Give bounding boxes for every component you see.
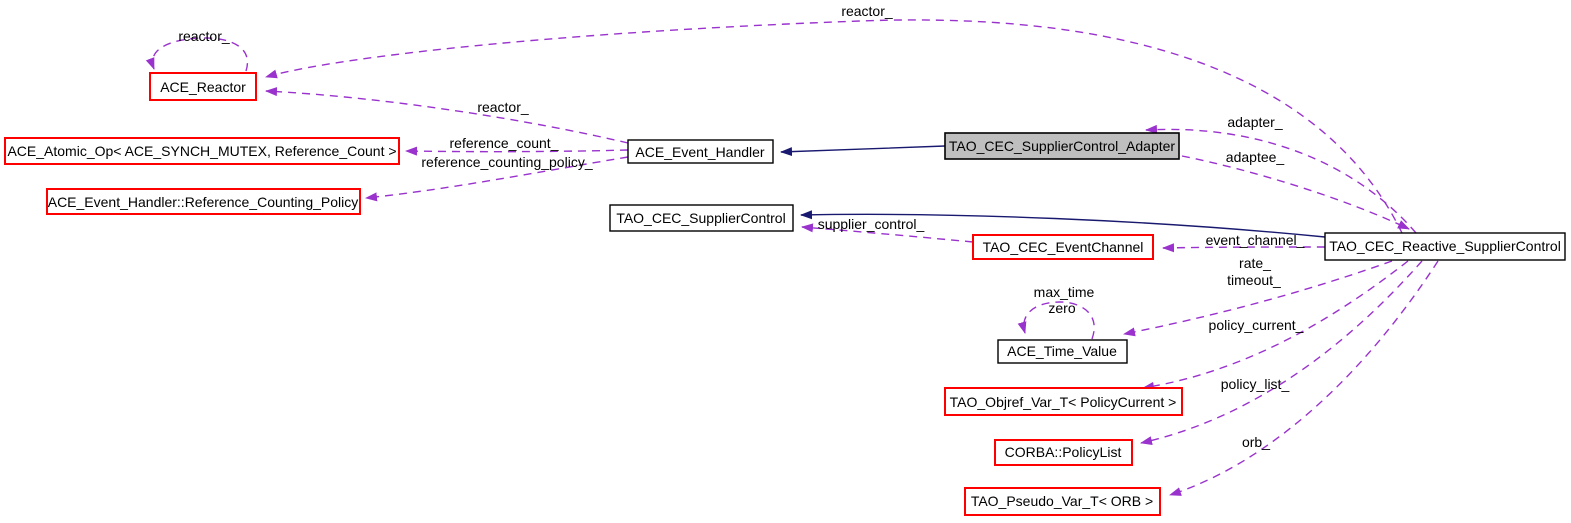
node-event-channel[interactable]: TAO_CEC_EventChannel xyxy=(972,234,1154,260)
node-label-event-channel: TAO_CEC_EventChannel xyxy=(983,239,1144,255)
edge-label-supplier-control: supplier_control_ xyxy=(818,216,925,232)
edge-reactive-to-eventchannel xyxy=(1162,243,1326,253)
node-supplier-control-adapter: TAO_CEC_SupplierControl_Adapter xyxy=(944,132,1180,160)
node-reactive-supplier-control[interactable]: TAO_CEC_Reactive_SupplierControl xyxy=(1324,232,1566,261)
member-edges xyxy=(145,19,1439,496)
edge-label-zero: zero xyxy=(1048,300,1075,316)
node-label-ace-event-handler: ACE_Event_Handler xyxy=(635,144,765,160)
node-supplier-control[interactable]: TAO_CEC_SupplierControl xyxy=(609,204,794,232)
edge-label-rate: rate_ xyxy=(1239,255,1271,271)
node-label-ace-reactor: ACE_Reactor xyxy=(160,79,246,95)
node-label-supplier-control-adapter: TAO_CEC_SupplierControl_Adapter xyxy=(949,138,1176,154)
edge-reactive-to-orb xyxy=(1169,260,1439,496)
edge-reactive-inherits-suppliercontrol xyxy=(800,210,1326,238)
node-label-ace-time-value: ACE_Time_Value xyxy=(1007,343,1117,359)
edge-eventchannel-to-suppliercontrol xyxy=(801,223,974,243)
node-label-reactive-supplier-control: TAO_CEC_Reactive_SupplierControl xyxy=(1329,238,1561,254)
edge-reactive-to-adapter xyxy=(1145,124,1417,234)
edge-reactive-to-policycurrent xyxy=(1142,260,1409,391)
edge-adapter-to-reactive xyxy=(1181,155,1410,230)
edge-handler-to-atomic-op xyxy=(405,146,629,156)
node-label-reference-counting-policy: ACE_Event_Handler::Reference_Counting_Po… xyxy=(48,194,359,210)
edge-label-reactor-loop: reactor_ xyxy=(178,28,230,44)
edge-label-orb: orb_ xyxy=(1242,434,1270,450)
edge-label-reference-counting-policy: reference_counting_policy_ xyxy=(421,154,592,170)
edge-timevalue-self-loop xyxy=(1017,301,1095,340)
edge-label-adaptee: adaptee_ xyxy=(1226,149,1285,165)
edge-label-policy-list: policy_list_ xyxy=(1221,376,1290,392)
edge-label-timeout: timeout_ xyxy=(1227,272,1281,288)
edge-reactive-to-timevalue xyxy=(1123,260,1393,337)
edge-label-max-time: max_time xyxy=(1034,284,1095,300)
edge-handler-to-counting-policy xyxy=(365,156,629,202)
node-ace-time-value[interactable]: ACE_Time_Value xyxy=(997,339,1128,364)
edge-handler-to-reactor xyxy=(265,87,629,144)
edge-reactor-self-loop xyxy=(145,37,249,72)
node-label-supplier-control: TAO_CEC_SupplierControl xyxy=(616,210,785,226)
edge-label-reactor-top: reactor_ xyxy=(841,3,893,19)
edge-label-reference-count: reference_count_ xyxy=(450,135,559,151)
edge-label-adapter: adapter_ xyxy=(1227,114,1282,130)
node-label-pseudo-var: TAO_Pseudo_Var_T< ORB > xyxy=(971,493,1153,509)
node-objref-var[interactable]: TAO_Objref_Var_T< PolicyCurrent > xyxy=(944,387,1183,416)
node-policy-list[interactable]: CORBA::PolicyList xyxy=(994,439,1133,466)
edge-label-event-channel: event_channel_ xyxy=(1206,232,1305,248)
edge-reactive-to-reactor xyxy=(265,19,1403,234)
node-label-ace-atomic-op: ACE_Atomic_Op< ACE_SYNCH_MUTEX, Referenc… xyxy=(7,143,396,159)
node-ace-atomic-op[interactable]: ACE_Atomic_Op< ACE_SYNCH_MUTEX, Referenc… xyxy=(4,137,400,165)
edge-reactive-to-policylist xyxy=(1140,260,1423,445)
edge-label-reactor-handler: reactor_ xyxy=(477,99,529,115)
edge-label-policy-current: policy_current_ xyxy=(1209,317,1304,333)
edge-labels: reactor_ reactor_ reactor_ reference_cou… xyxy=(178,3,1304,450)
node-reference-counting-policy[interactable]: ACE_Event_Handler::Reference_Counting_Po… xyxy=(46,188,361,215)
node-ace-reactor[interactable]: ACE_Reactor xyxy=(149,72,257,101)
node-label-objref-var: TAO_Objref_Var_T< PolicyCurrent > xyxy=(950,394,1177,410)
inheritance-edges xyxy=(780,145,1326,238)
node-ace-event-handler[interactable]: ACE_Event_Handler xyxy=(627,139,774,164)
node-label-policy-list: CORBA::PolicyList xyxy=(1005,444,1122,460)
node-pseudo-var[interactable]: TAO_Pseudo_Var_T< ORB > xyxy=(964,487,1161,516)
edge-adapter-inherits-handler xyxy=(780,145,946,157)
